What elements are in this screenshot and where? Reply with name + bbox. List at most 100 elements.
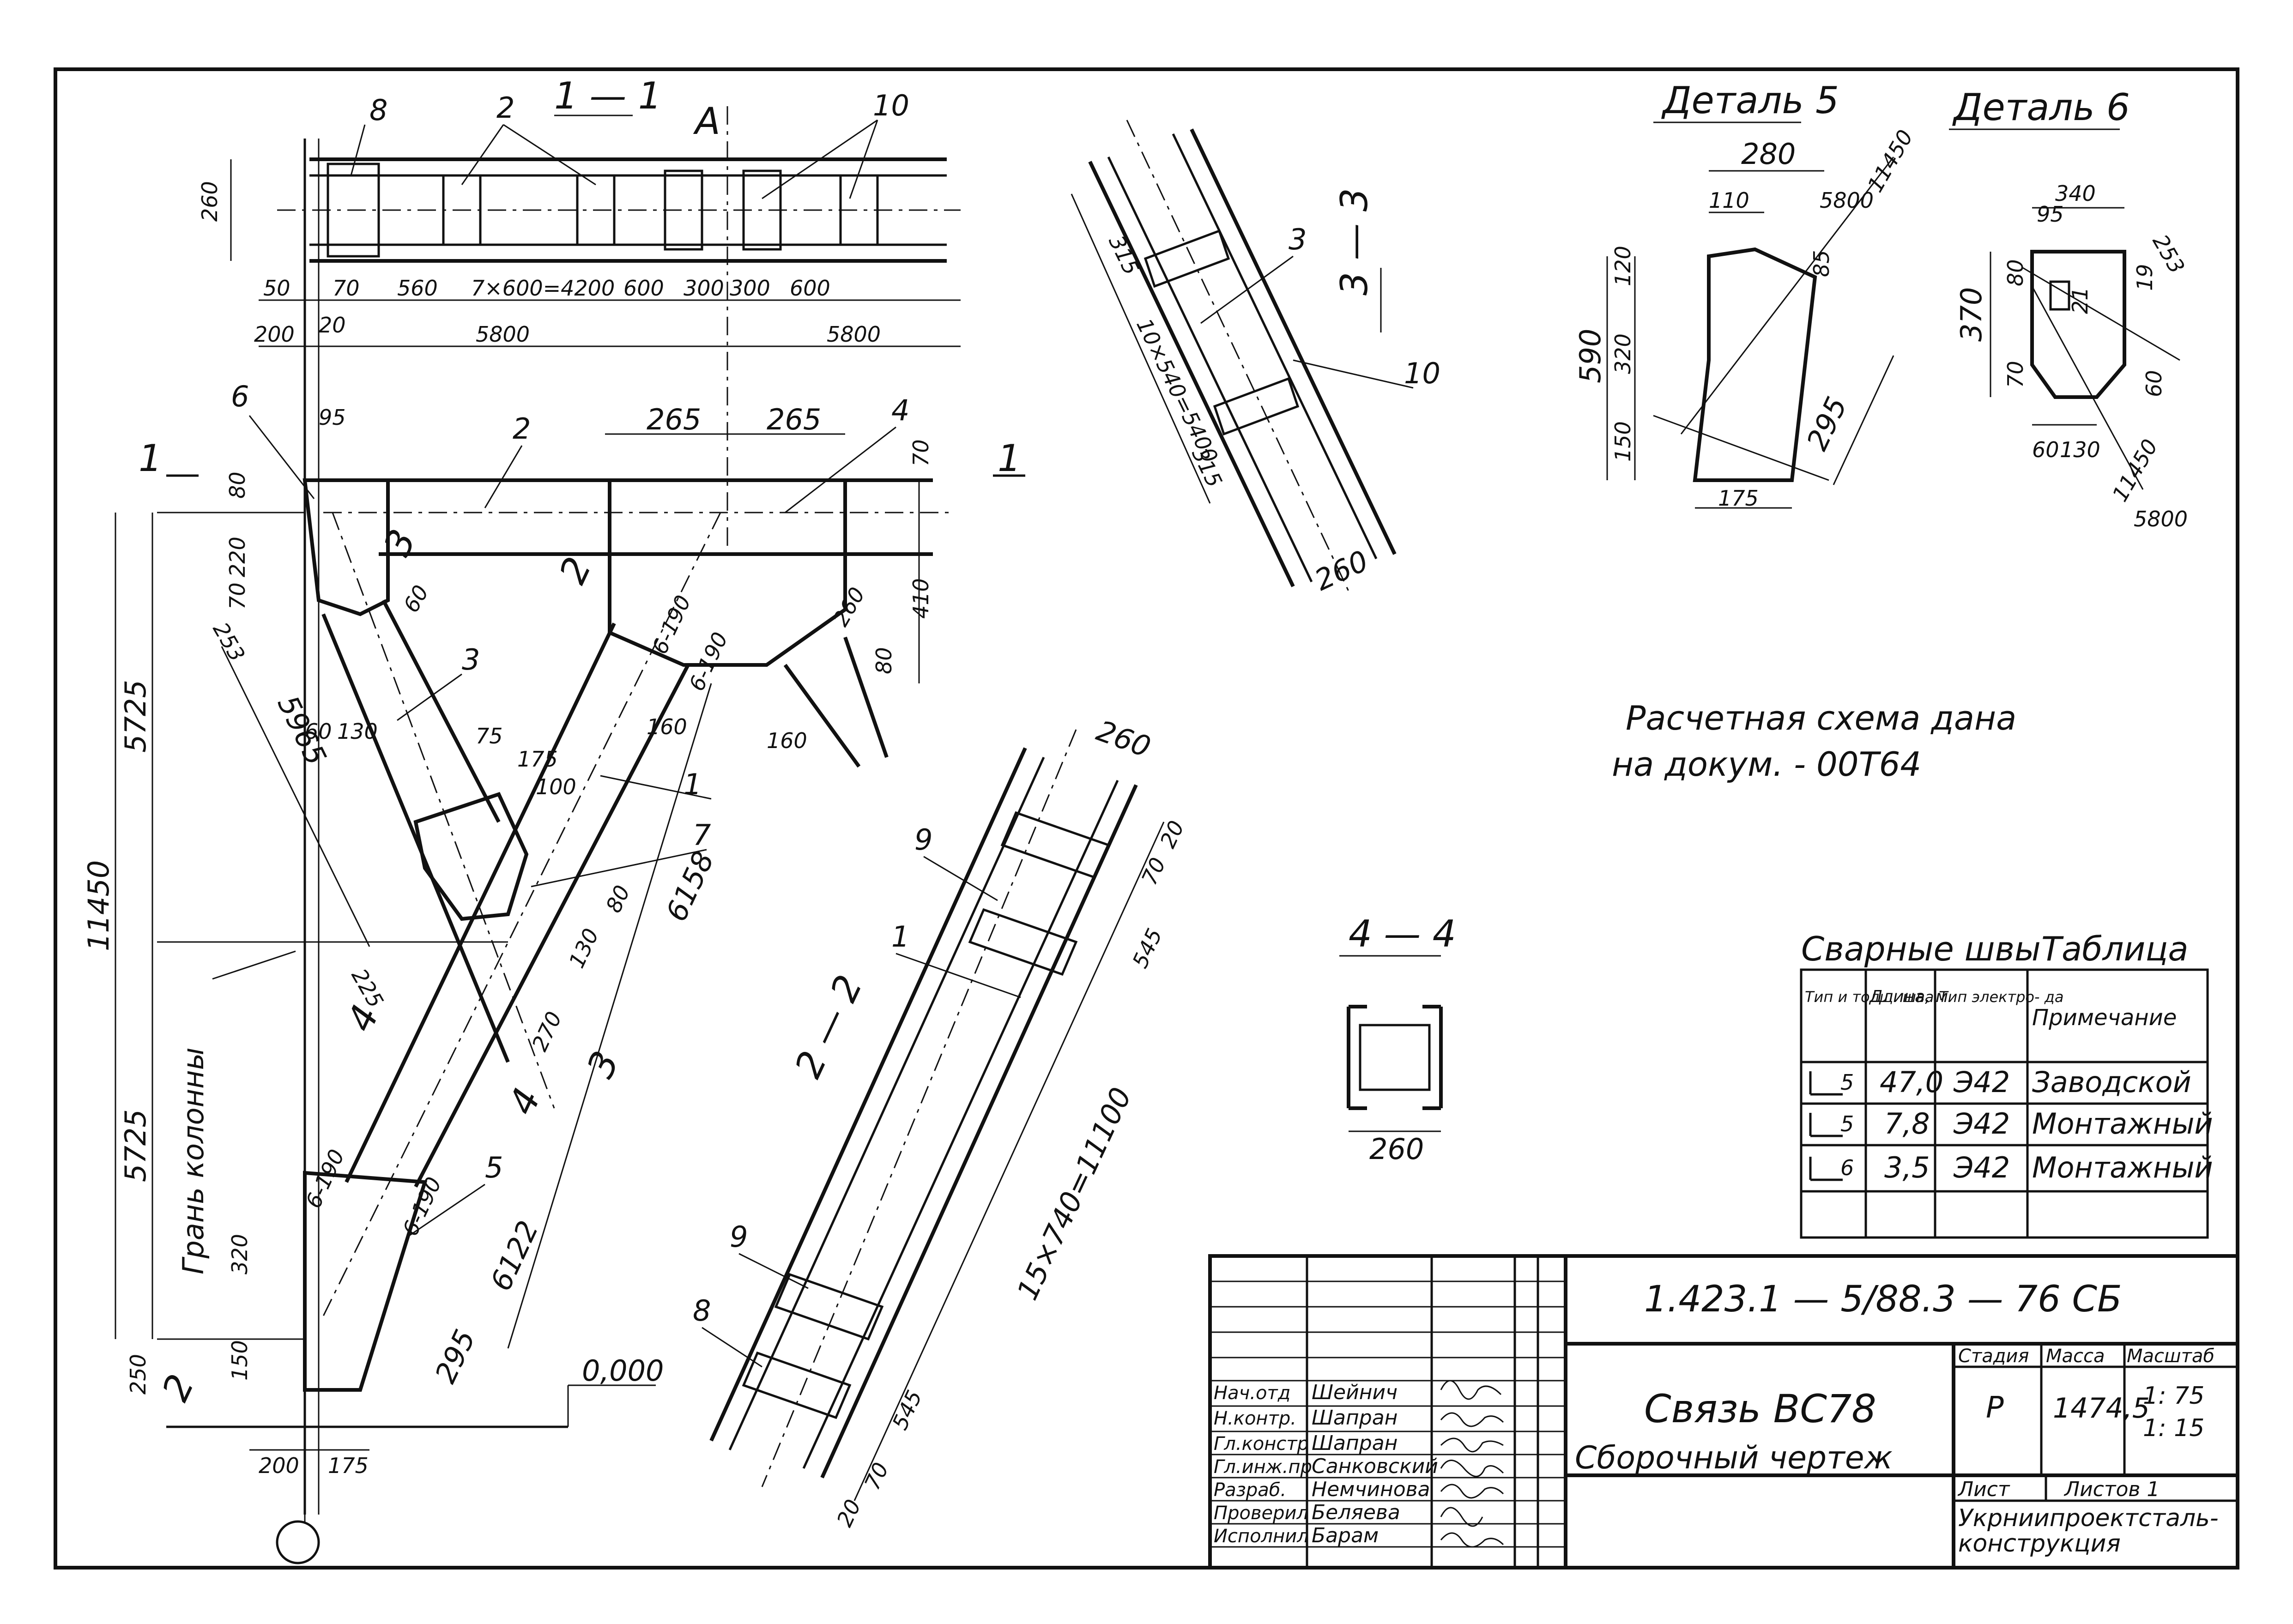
d5-dim-110: 110	[1709, 188, 1749, 213]
dim-5725a: 5725	[119, 680, 152, 753]
staff-role: Разраб.	[1214, 1479, 1286, 1501]
d5-dim-85: 85	[1809, 250, 1834, 277]
dim-250: 250	[126, 1354, 151, 1395]
dim-200-plan: 200	[254, 322, 295, 347]
drawing-type: Сборочный чертеж	[1575, 1440, 1893, 1476]
dim-6-190a: 6-190	[647, 592, 696, 658]
mark-10-s33: 10	[1404, 356, 1440, 390]
dim-80a: 80	[225, 471, 250, 499]
dim-50: 50	[263, 276, 290, 301]
mark-5: 5	[485, 1151, 503, 1184]
weld-col-note: Примечание	[2032, 1005, 2177, 1031]
weld-note: Заводской	[2032, 1065, 2191, 1099]
d6-dim-5800: 5800	[2134, 507, 2188, 531]
dim-60b: 60	[399, 581, 434, 617]
d6-dim-60b: 60	[2032, 437, 2059, 462]
dim-6-190d: 6-190	[398, 1173, 446, 1240]
scale-value-2: 1: 15	[2143, 1414, 2204, 1442]
staff-row: Нач.отд Шейнич	[1214, 1381, 1398, 1404]
dim-600b: 600	[790, 276, 830, 301]
scale-header: Масштаб	[2127, 1346, 2214, 1367]
dim-253: 253	[208, 618, 250, 666]
weld-length: 3,5	[1884, 1151, 1930, 1184]
dim-175b: 175	[328, 1453, 369, 1478]
staff-name: Барам	[1312, 1524, 1379, 1547]
dim-410: 410	[908, 578, 933, 619]
organization-1: Укрниипроектсталь-	[1958, 1504, 2219, 1532]
dim-70-plan: 70	[333, 276, 360, 301]
dim-100: 100	[536, 774, 576, 799]
view-title-2-2: 2 — 2	[787, 969, 871, 1084]
d5-dim-295: 295	[1800, 392, 1853, 455]
d6-dim-370: 370	[1954, 287, 1988, 342]
dim-545b: 545	[887, 1386, 927, 1433]
staff-role: Нач.отд	[1214, 1383, 1290, 1404]
staff-row: Разраб. Немчинова	[1214, 1478, 1430, 1501]
detail-6: Деталь 6 340 95 253 80 370 19 21 70 60 6…	[1949, 86, 2190, 531]
mass-value: 1474,5	[2053, 1392, 2150, 1425]
weld-length: 7,8	[1884, 1107, 1930, 1141]
staff-name: Шейнич	[1312, 1381, 1398, 1404]
dim-260-s44: 260	[1369, 1132, 1424, 1166]
mark-10-plan: 10	[873, 89, 909, 122]
dim-260-s33: 260	[1309, 543, 1373, 597]
mark-1-s22: 1	[891, 920, 909, 954]
weld-electrode: Э42	[1953, 1065, 2010, 1099]
dim-130: 130	[337, 719, 378, 744]
weld-length: 47,0	[1880, 1065, 1943, 1099]
weld-table-title: Сварные швы	[1801, 930, 2041, 968]
d6-dim-21: 21	[2068, 287, 2093, 314]
staff-row: Гл.инж.пр Санковский	[1214, 1455, 1438, 1478]
stage-value: Р	[1986, 1391, 2004, 1425]
dim-20a-s22: 20	[1155, 817, 1189, 852]
weld-row: 5 7,8 Э42 Монтажный	[1809, 1107, 2213, 1141]
dim-70-elev: 70	[908, 439, 933, 466]
dim-6-190c: 6-190	[301, 1146, 349, 1212]
dim-545a: 545	[1127, 924, 1167, 972]
dim-175a: 175	[517, 747, 558, 772]
weld-type-icon: 5	[1840, 1070, 1854, 1095]
cut-mark-2-top: 2	[551, 551, 600, 590]
dim-600a: 600	[623, 276, 664, 301]
weld-col-electrode: Тип электро- да	[1939, 988, 2063, 1006]
d6-dim-80: 80	[2003, 259, 2028, 286]
mass-header: Масса	[2046, 1346, 2105, 1367]
dim-560: 560	[397, 276, 438, 301]
detail-5: Деталь 5 280 110 11450 5800 120 320 590 …	[1573, 79, 1918, 511]
d6-dim-60a: 60	[2142, 370, 2166, 397]
level-0000: 0,000	[582, 1354, 664, 1388]
d5-dim-175: 175	[1718, 486, 1759, 511]
weld-note: Монтажный	[2032, 1151, 2213, 1184]
d5-dim-5800: 5800	[1820, 188, 1874, 213]
sheets-header: Листов 1	[2063, 1478, 2160, 1501]
drawing-code: 1.423.1 — 5/88.3 — 76 СБ	[1644, 1279, 2122, 1320]
d6-dim-130: 130	[2060, 437, 2100, 462]
mark-6: 6	[231, 380, 249, 413]
elevation-view: 11450 5725 5725 250 320 150 Грань колонн…	[82, 380, 1025, 1564]
dim-300b: 300	[730, 276, 770, 301]
d5-dim-320: 320	[1610, 333, 1635, 374]
column-axis-marker	[276, 1520, 320, 1564]
mark-a: А	[693, 100, 720, 143]
dim-60a: 60	[305, 719, 332, 744]
mark-9-bottom: 9	[730, 1220, 748, 1254]
weld-electrode: Э42	[1953, 1107, 2010, 1141]
weld-row: 5 47,0 Э42 Заводской	[1809, 1065, 2191, 1099]
mark-4: 4	[891, 393, 909, 427]
mark-3-s33: 3	[1289, 223, 1307, 256]
d6-dim-11450: 11450	[2107, 435, 2163, 506]
weld-table: Сварные швы Таблица Тип и толщ. шва Длин…	[1800, 930, 2213, 1239]
design-note: Расчетная схема дана на докум. - 00Т64	[1612, 699, 2016, 784]
dim-95-elev: 95	[319, 405, 346, 430]
dim-70b-s22: 70	[859, 1459, 894, 1494]
dim-5725b: 5725	[119, 1109, 152, 1182]
d6-dim-70: 70	[2003, 361, 2028, 388]
dim-220: 220	[225, 537, 250, 577]
dim-265a: 265	[647, 403, 701, 436]
staff-name: Немчинова	[1312, 1478, 1430, 1501]
section-2-2-view: 2 — 2 260 20 70 545 15×740=11100 545 70 …	[693, 713, 1189, 1530]
weld-electrode: Э42	[1953, 1151, 2010, 1184]
staff-name: Шапран	[1312, 1431, 1398, 1455]
cut-mark-3-top: 3	[375, 523, 424, 562]
